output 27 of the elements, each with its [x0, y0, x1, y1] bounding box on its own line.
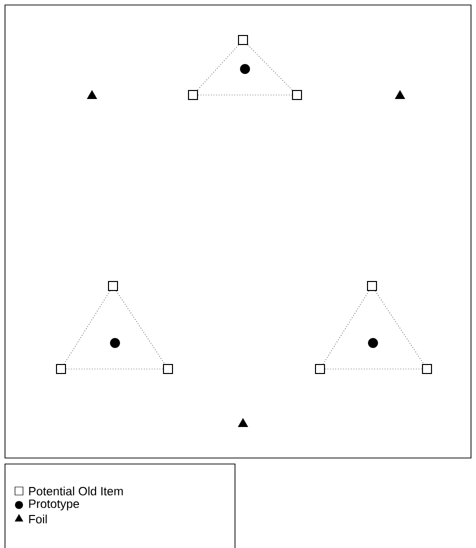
square-marker — [188, 90, 198, 100]
dotted-line — [324, 368, 422, 370]
square-marker — [315, 364, 325, 374]
square-marker — [163, 364, 173, 374]
dotted-line — [197, 44, 239, 90]
square-marker — [108, 281, 118, 291]
legend-label: Prototype — [29, 500, 80, 510]
dotted-line — [198, 94, 292, 96]
dotted-line — [248, 44, 292, 90]
legend-label: Foil — [29, 514, 47, 524]
circle-marker — [110, 338, 120, 348]
square-marker — [367, 281, 377, 291]
triangle-marker — [394, 90, 406, 99]
circle-marker — [368, 338, 378, 348]
triangle-marker — [238, 418, 248, 427]
dotted-line — [116, 290, 165, 364]
square-marker — [422, 364, 432, 374]
dotted-line — [66, 368, 164, 370]
square-marker — [56, 364, 66, 374]
triangle-marker — [86, 90, 98, 99]
legend-label: Potential Old Item — [29, 486, 123, 496]
square-marker — [238, 35, 248, 45]
dotted-line — [64, 290, 110, 364]
dotted-line — [322, 290, 370, 364]
dotted-line — [375, 290, 424, 364]
circle-marker — [240, 64, 250, 74]
square-marker — [292, 90, 302, 100]
